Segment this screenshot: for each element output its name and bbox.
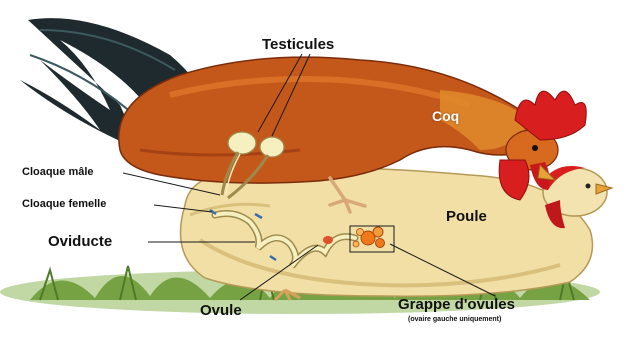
label-cloaque-femelle: Cloaque femelle — [22, 198, 106, 210]
label-coq: Coq — [432, 108, 459, 124]
label-ovule: Ovule — [200, 302, 242, 319]
label-testicules: Testicules — [262, 36, 334, 53]
label-grappe-note: (ovaire gauche uniquement) — [408, 316, 501, 323]
label-grappe: Grappe d'ovules — [398, 296, 515, 313]
label-cloaque-male: Cloaque mâle — [22, 166, 94, 178]
label-poule: Poule — [446, 208, 487, 225]
label-oviducte: Oviducte — [48, 233, 112, 250]
